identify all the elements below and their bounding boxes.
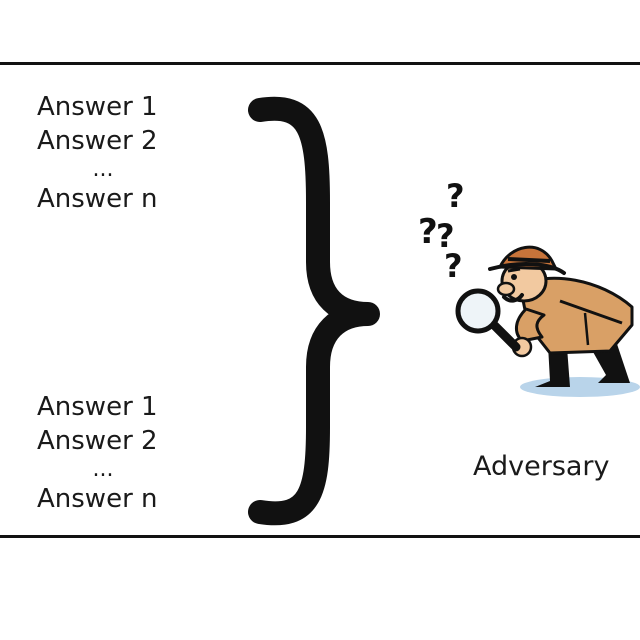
answer-ellipsis: ... <box>92 157 114 182</box>
answer-2-label: Answer 2 <box>37 126 158 156</box>
question-marks-icon: ? ? ? ? <box>418 177 465 285</box>
detective-with-magnifying-glass-icon: ? ? ? ? <box>418 177 640 397</box>
answer-1-label: Answer 1 <box>37 92 158 122</box>
adversary-label: Adversary <box>473 451 610 482</box>
svg-text:?: ? <box>444 247 463 285</box>
curly-brace-icon <box>248 96 380 526</box>
answer-2-label: Answer 2 <box>37 426 158 456</box>
answer-ellipsis: ... <box>92 457 114 482</box>
svg-text:?: ? <box>446 177 465 215</box>
answer-n-label: Answer n <box>37 184 158 214</box>
answer-group-bottom: Answer 1 Answer 2 ... Answer n <box>37 390 177 516</box>
answer-1-label: Answer 1 <box>37 392 158 422</box>
svg-text:?: ? <box>436 217 455 255</box>
svg-text:?: ? <box>418 212 438 252</box>
answer-group-top: Answer 1 Answer 2 ... Answer n <box>37 90 177 216</box>
diagram-panel <box>0 62 640 538</box>
answer-n-label: Answer n <box>37 484 158 514</box>
